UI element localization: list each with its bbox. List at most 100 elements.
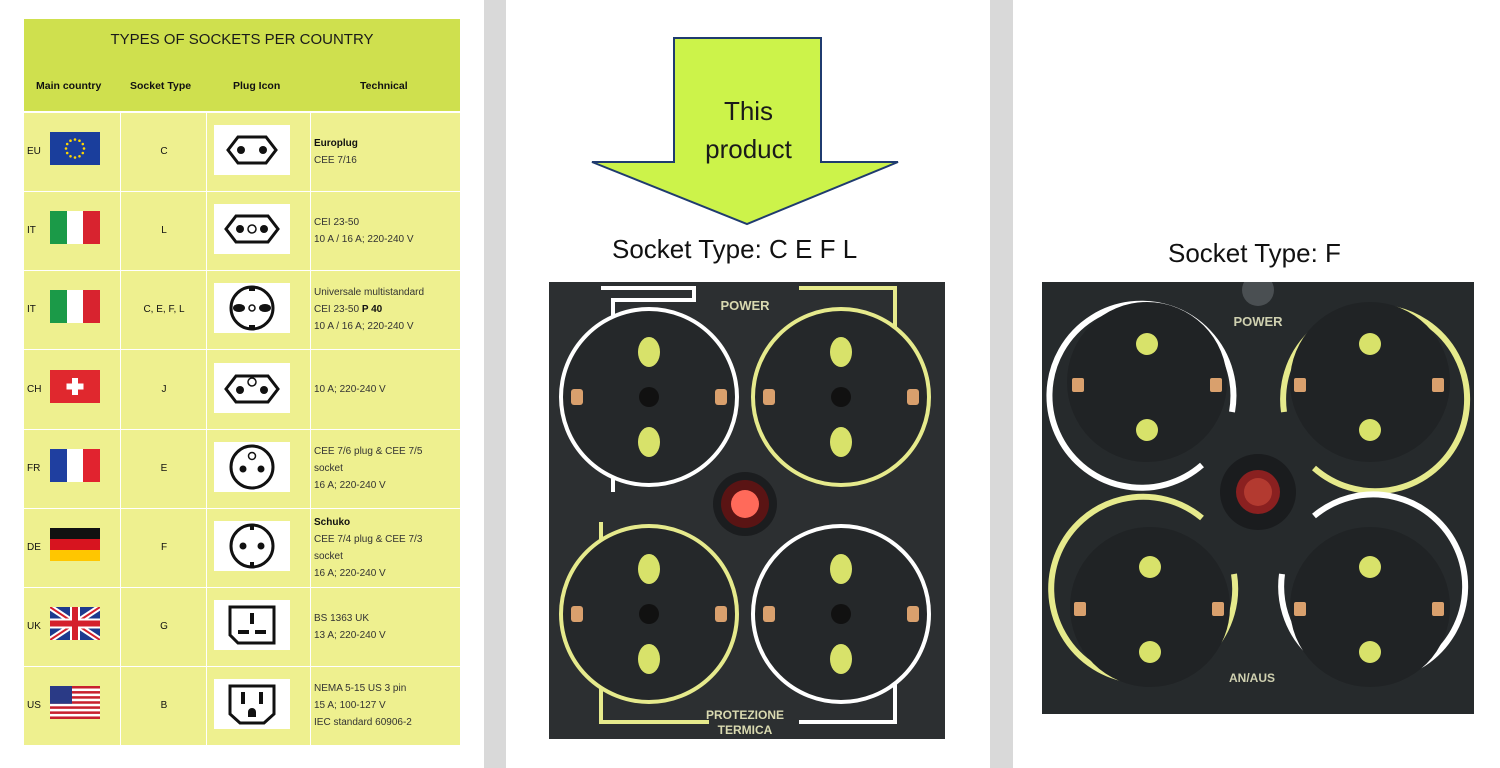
type-b-plug-icon xyxy=(214,679,290,730)
arrow-label: This product xyxy=(666,92,831,168)
table-title: TYPES OF SOCKETS PER COUNTRY xyxy=(110,31,374,48)
technical-text: CEI 23-50 xyxy=(314,217,360,229)
technical-name: Schuko xyxy=(314,517,351,528)
swiss-flag xyxy=(50,369,100,403)
socket-type-cell: J xyxy=(161,383,167,395)
header-main-country: Main country xyxy=(36,80,102,92)
technical-line: 13 A; 220-240 V xyxy=(314,627,458,644)
country-code: EU xyxy=(27,146,41,157)
product-photo-multistandard: POWER PROTEZIONE TERMICA xyxy=(549,282,945,739)
technical-line: CEE 7/6 plug & CEE 7/5 xyxy=(314,443,458,460)
product-photo-schuko: POWER AN/AUS xyxy=(1042,282,1474,714)
technical-line: 10 A / 16 A; 220-240 V xyxy=(314,318,458,335)
socket-type-cell: G xyxy=(160,621,168,633)
column-divider xyxy=(120,112,121,745)
technical-text: NEMA 5-15 US 3 pin xyxy=(314,683,407,695)
schuko-socket-top-left xyxy=(1046,300,1237,491)
type-g-plug-icon xyxy=(214,600,290,651)
technical-line: socket xyxy=(314,548,458,565)
header-technical: Technical xyxy=(360,80,408,92)
usa-flag xyxy=(50,686,100,720)
country-code: IT xyxy=(27,225,36,237)
technical-line: CEE 7/16 xyxy=(314,152,458,169)
technical-text: CEI 23-50 xyxy=(314,304,362,316)
socket-type-cell: F xyxy=(160,542,168,553)
technical-text: 13 A; 220-240 V xyxy=(314,630,386,642)
socket-top-right xyxy=(751,307,931,487)
country-code: IT xyxy=(27,304,36,316)
photo-protezione-label: PROTEZIONE xyxy=(706,708,784,722)
socket-type-label: Socket Type: C E F L xyxy=(612,234,858,264)
table-row: FR E CEE 7/6 plug & CEE 7/5 socket 16 A; 220… xyxy=(24,429,460,509)
technical-text: IEC standard 60906-2 xyxy=(314,717,412,729)
technical-cell: NEMA 5-15 US 3 pin 15 A; 100-127 V IEC sta… xyxy=(314,680,458,731)
universal-plug-icon xyxy=(214,283,290,334)
table-row: UK G BS 1363 UK 13 A; 220-240 V xyxy=(24,587,460,668)
type-l-plug-icon xyxy=(214,204,290,255)
schuko-strip-illustration: POWER AN/AUS xyxy=(1042,282,1474,714)
uk-flag xyxy=(50,607,100,641)
schuko-plug-icon xyxy=(214,521,290,571)
country-code: UK xyxy=(27,621,41,633)
schuko-panel: Socket Type: F xyxy=(1013,0,1500,768)
technical-cell: CEE 7/6 plug & CEE 7/5 socket 16 A; 220-24… xyxy=(314,443,458,494)
socket-type-cell: B xyxy=(160,700,168,712)
technical-text: 15 A; 100-127 V xyxy=(314,700,386,712)
technical-line: 16 A; 220-240 V xyxy=(314,477,458,494)
product-panel: This product Socket Type: C E F L xyxy=(506,0,990,768)
technical-text: CEE 7/4 plug & CEE 7/3 xyxy=(314,534,423,545)
socket-type-cell: E xyxy=(160,462,168,474)
technical-text: CEE 7/16 xyxy=(314,155,357,166)
country-code: FR xyxy=(27,462,41,474)
schuko-power-label: POWER xyxy=(1233,314,1283,329)
italy-flag xyxy=(50,290,100,324)
technical-line: Universale multistandard xyxy=(314,284,458,301)
photo-power-label: POWER xyxy=(720,298,770,313)
technical-text: socket xyxy=(314,551,343,562)
technical-text: 10 A / 16 A; 220-240 V xyxy=(314,234,414,246)
eu-flag xyxy=(50,132,100,165)
technical-line: socket xyxy=(314,460,458,477)
technical-text: 16 A; 220-240 V xyxy=(314,479,386,491)
schuko-an-aus-label: AN/AUS xyxy=(1229,671,1275,685)
italy-flag xyxy=(50,211,100,245)
schuko-socket-bottom-left xyxy=(1048,493,1239,687)
arrow-label-line2: product xyxy=(705,134,792,164)
socket-table-panel: TYPES OF SOCKETS PER COUNTRY Main countr… xyxy=(0,0,484,768)
power-strip-illustration: POWER PROTEZIONE TERMICA xyxy=(549,282,945,739)
column-divider xyxy=(206,112,207,745)
technical-text: socket xyxy=(314,462,343,474)
socket-bottom-right xyxy=(751,524,931,704)
socket-type-cell: C xyxy=(160,146,168,157)
technical-text: CEE 7/6 plug & CEE 7/5 xyxy=(314,445,423,457)
europlug-icon xyxy=(214,125,290,175)
technical-cell: 10 A; 220-240 V xyxy=(314,381,458,398)
photo-termica-label: TERMICA xyxy=(718,723,773,737)
country-code: DE xyxy=(27,542,41,553)
technical-line: 16 A; 220-240 V xyxy=(314,565,458,582)
technical-text: 10 A / 16 A; 220-240 V xyxy=(314,321,414,333)
socket-bottom-left xyxy=(559,524,739,704)
technical-line: BS 1363 UK xyxy=(314,610,458,627)
socket-type-cell: C, E, F, L xyxy=(143,304,185,316)
type-e-plug-icon xyxy=(214,441,290,492)
technical-text: Universale multistandard xyxy=(314,287,425,299)
arrow-down-icon xyxy=(591,37,899,226)
technical-line: 10 A / 16 A; 220-240 V xyxy=(314,231,458,248)
technical-line: 10 A; 220-240 V xyxy=(314,381,458,398)
socket-type-f-label: Socket Type: F xyxy=(1168,238,1341,268)
socket-top-left xyxy=(559,307,739,487)
technical-line: NEMA 5-15 US 3 pin xyxy=(314,680,458,697)
technical-text: 16 A; 220-240 V xyxy=(314,568,386,579)
technical-line: IEC standard 60906-2 xyxy=(314,714,458,731)
technical-text: 10 A; 220-240 V xyxy=(314,383,386,395)
technical-name: Europlug xyxy=(314,138,358,149)
technical-line: CEE 7/4 plug & CEE 7/3 xyxy=(314,531,458,548)
technical-line: CEI 23-50 xyxy=(314,214,458,231)
